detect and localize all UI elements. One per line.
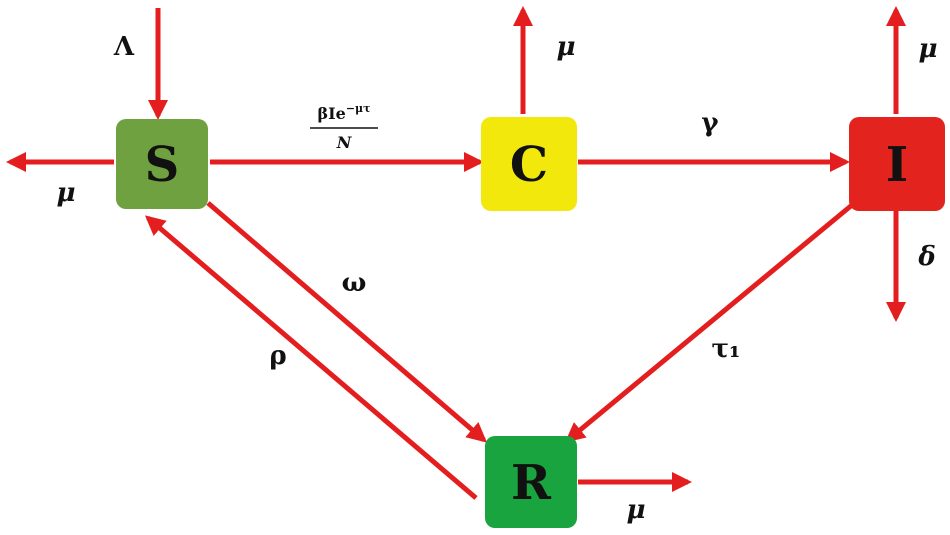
label-progression: γ — [701, 108, 719, 138]
label-recovery: τ₁ — [712, 334, 741, 364]
node-i-box — [849, 117, 945, 211]
label-disease-death: δ — [917, 242, 935, 272]
arrows — [6, 6, 906, 500]
label-death-i: μ — [918, 34, 937, 64]
infection-rate-base: βIe — [318, 104, 346, 123]
label-death-r: μ — [626, 495, 645, 525]
node-s: S — [116, 119, 208, 209]
label-waning: ρ — [269, 341, 286, 371]
node-i: I — [849, 117, 945, 211]
node-s-label: S — [145, 137, 180, 193]
arrow-i-to-r — [564, 203, 854, 443]
infection-rate-denominator: N — [336, 133, 353, 152]
infection-rate-exponent: −μτ — [346, 102, 371, 115]
node-c-box — [481, 117, 577, 211]
node-s-box — [116, 119, 208, 209]
label-recruitment: Λ — [113, 32, 135, 62]
arrow-r-to-s — [144, 215, 478, 500]
arrow-s-to-r — [206, 201, 488, 443]
node-i-label: I — [886, 137, 908, 193]
label-death-c: μ — [556, 32, 575, 62]
infection-rate-numerator: βIe−μτ — [318, 102, 371, 123]
node-r-box — [485, 436, 577, 528]
node-c-label: C — [510, 137, 548, 193]
node-c: C — [481, 117, 577, 211]
node-r-label: R — [511, 455, 552, 511]
label-death-s: μ — [56, 178, 75, 208]
infection-rate-fraction: βIe−μτ N — [310, 102, 378, 152]
node-r: R — [485, 436, 577, 528]
label-vaccination: ω — [342, 268, 367, 298]
